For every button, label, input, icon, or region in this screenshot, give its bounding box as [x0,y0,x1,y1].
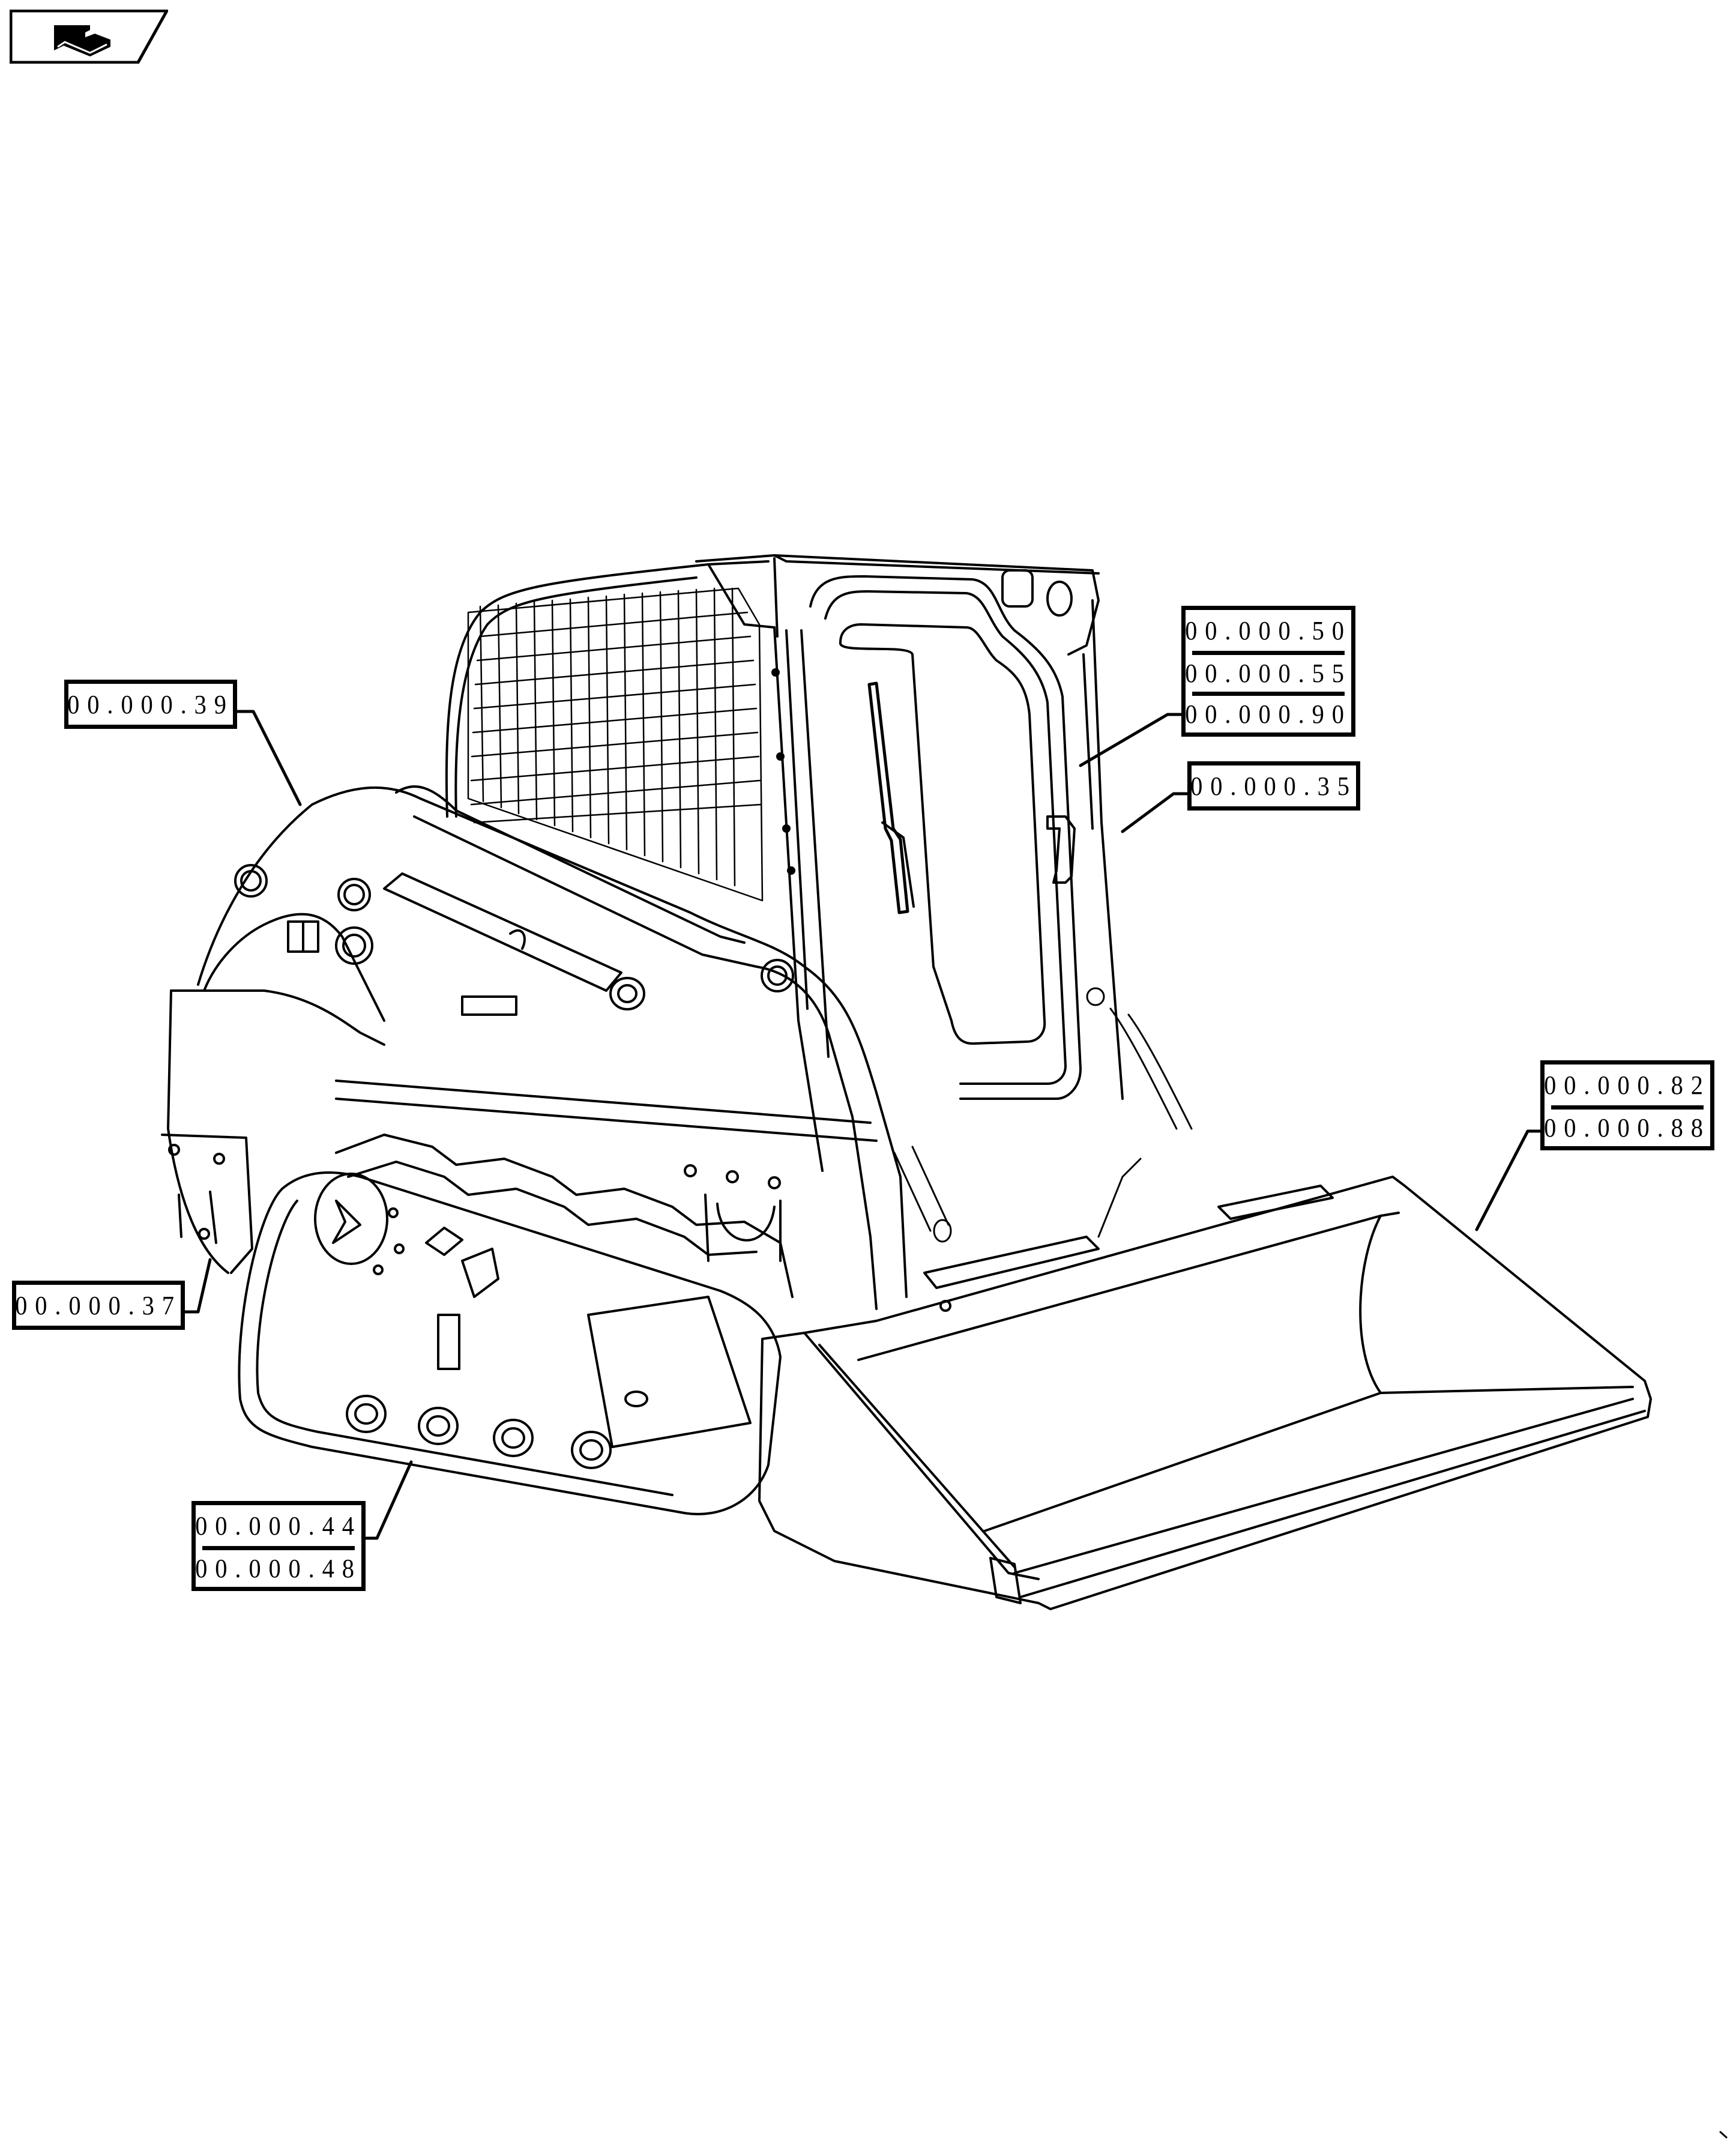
cab-frame [445,554,1124,1172]
bucket [758,1176,1652,1610]
reference-label[interactable]: 00.000.39 [67,689,234,719]
reference-label[interactable]: 00.000.44 [195,1511,362,1541]
tilt-cylinder [893,987,1193,1243]
track-assembly [238,1134,794,1515]
callout-00-000-35[interactable]: 00.000.35 [1187,761,1360,811]
reference-label[interactable]: 00.000.82 [1544,1070,1711,1100]
callout-00-000-37[interactable]: 00.000.37 [12,1281,185,1330]
reference-label[interactable]: 00.000.37 [15,1290,182,1320]
reference-label[interactable]: 00.000.48 [195,1546,355,1587]
reference-label[interactable]: 00.000.50 [1185,615,1352,645]
side-screen-mesh [467,587,764,902]
rear-body [161,989,878,1274]
callout-00-000-82-group[interactable]: 00.000.82 00.000.88 [1540,1060,1714,1150]
reference-label[interactable]: 00.000.55 [1185,651,1345,692]
track-rollers [346,1395,612,1469]
reference-label[interactable]: 00.000.90 [1185,692,1345,732]
return-to-index-icon[interactable] [10,10,168,64]
reference-label[interactable]: 00.000.88 [1544,1105,1704,1146]
leader-lines [183,710,1542,1540]
reference-label[interactable]: 00.000.35 [1190,771,1357,801]
callout-00-000-39[interactable]: 00.000.39 [64,680,237,729]
callout-00-000-44-group[interactable]: 00.000.44 00.000.48 [191,1501,366,1591]
lift-arm [197,785,908,1310]
callout-00-000-50-group[interactable]: 00.000.50 00.000.55 00.000.90 [1181,606,1355,737]
